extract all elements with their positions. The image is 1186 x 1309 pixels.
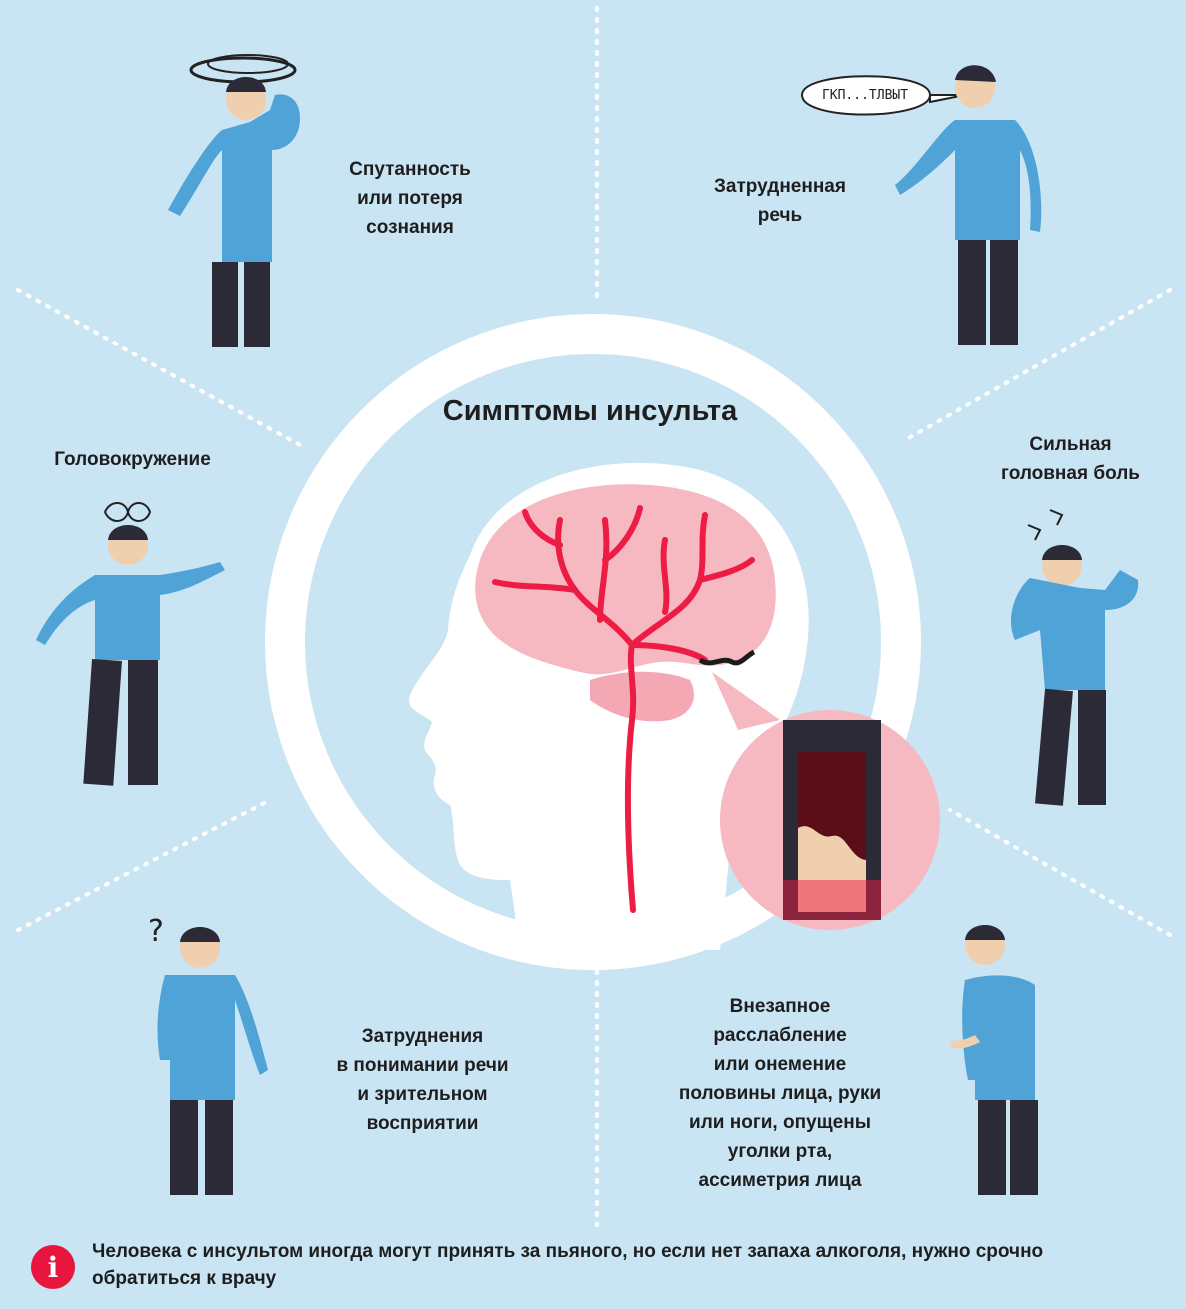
person-speech xyxy=(800,65,1042,345)
label-speech: Затрудненная речь xyxy=(714,176,846,226)
label-numbness: Внезапное расслабление или онемение поло… xyxy=(678,996,882,1191)
label-perception: Затруднения в понимании речи и зрительно… xyxy=(336,1026,509,1134)
person-numbness xyxy=(950,925,1038,1195)
divider-upper-left xyxy=(16,288,302,447)
divider-lower-left xyxy=(16,798,272,932)
person-perception xyxy=(157,927,268,1195)
label-dizziness: Головокружение xyxy=(54,449,211,470)
divider-upper-right xyxy=(903,288,1172,442)
info-icon: i xyxy=(31,1245,75,1289)
person-headache xyxy=(1010,509,1139,806)
dotted-dividers xyxy=(16,6,1172,1227)
person-dizziness xyxy=(36,502,225,786)
label-headache: Сильная головная боль xyxy=(1001,434,1140,484)
infographic-title: Симптомы инсульта xyxy=(442,395,738,427)
note-text: Человека с инсультом иногда могут принят… xyxy=(92,1241,1044,1289)
clot-magnifier xyxy=(712,672,940,930)
speech-bubble-text: ГКП...ТЛВЫТ xyxy=(821,88,909,103)
label-confusion: Спутанность или потеря сознания xyxy=(349,159,471,238)
arteries xyxy=(492,505,755,913)
blocked-vessel xyxy=(698,649,756,666)
divider-lower-right xyxy=(948,808,1172,937)
question-mark: ? xyxy=(148,914,164,949)
person-confusion xyxy=(168,54,300,347)
